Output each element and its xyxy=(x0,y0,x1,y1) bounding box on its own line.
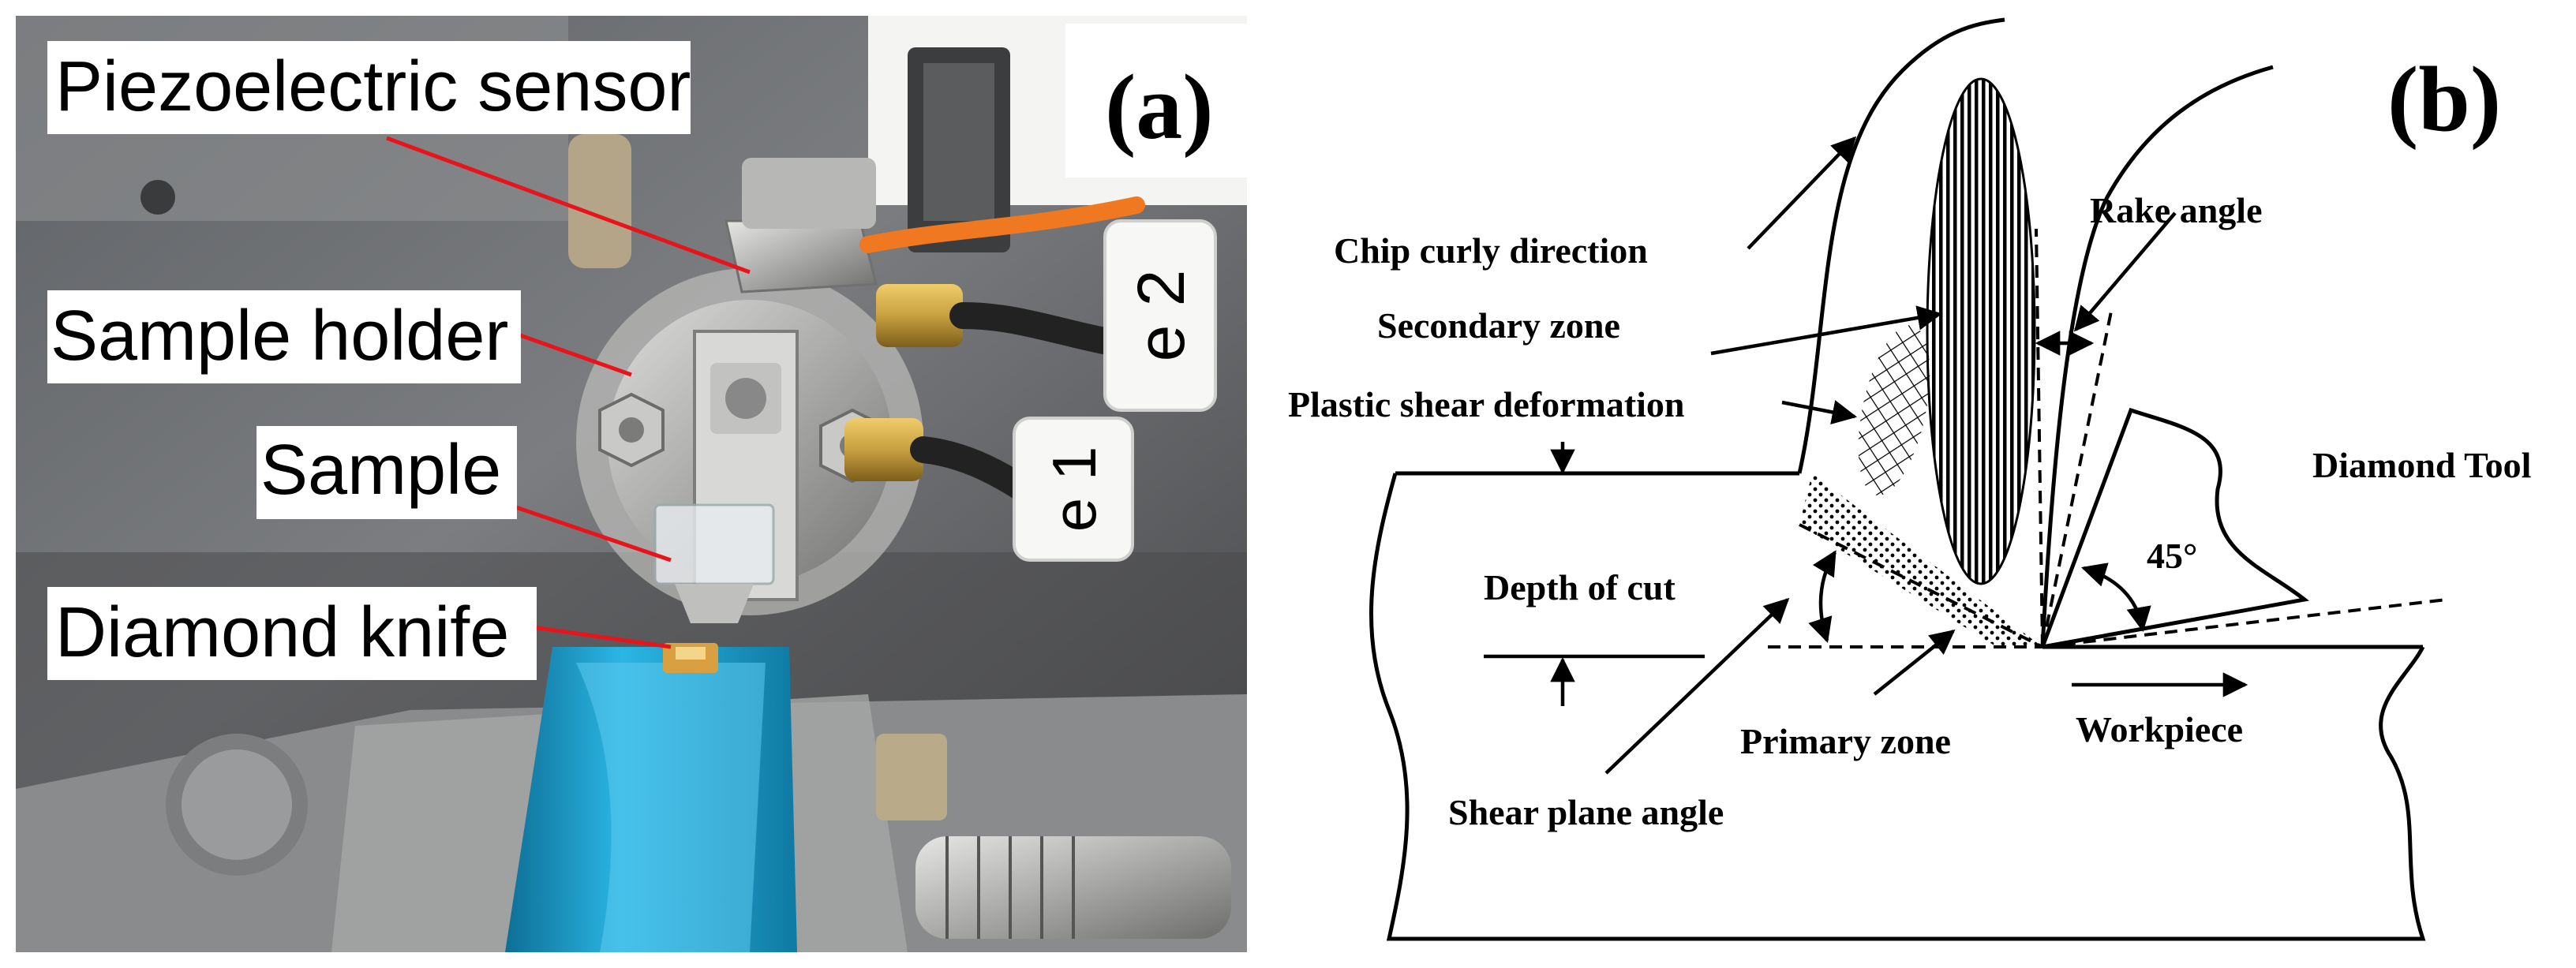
shear-angle-arc xyxy=(1808,550,1837,643)
label-secondary-zone: Secondary zone xyxy=(1377,305,1620,346)
label-plastic-shear-deformation: Plastic shear deformation xyxy=(1288,384,1685,424)
shear-plane-dashed xyxy=(1799,523,2043,648)
pointer-sample xyxy=(508,503,672,562)
knurled-knob xyxy=(568,134,631,268)
rake-face-dashed xyxy=(2041,307,2114,648)
label-workpiece: Workpiece xyxy=(2076,709,2243,749)
label-diamond-knife: Diamond knife xyxy=(55,593,509,672)
primary-zone-shading xyxy=(1799,473,2042,647)
chip-curly-arrow xyxy=(1747,136,1857,250)
cable-tag-top: e 2 xyxy=(1103,219,1217,412)
clamp-block xyxy=(876,734,947,820)
label-shear-plane-angle: Shear plane angle xyxy=(1448,792,1724,832)
label-rake-angle: Rake angle xyxy=(2090,190,2263,230)
panel-label-b: (b) xyxy=(2387,47,2501,151)
vertical-reference-dashed xyxy=(2035,228,2044,648)
label-diamond-tool: Diamond Tool xyxy=(2312,445,2531,485)
cable-tag-bottom-text: e 1 xyxy=(1039,447,1109,532)
shear-plane-angle-leader xyxy=(1604,597,1790,775)
orange-cable xyxy=(859,196,1145,253)
panel-label-a: (a) xyxy=(1105,55,1214,159)
label-box-holder xyxy=(47,290,521,383)
secondary-zone-arrow xyxy=(1710,305,1943,356)
brass-connector-top xyxy=(876,284,963,347)
secondary-zone-ellipse xyxy=(1926,77,2036,585)
chip-outer-boundary xyxy=(1797,17,2005,474)
label-primary-zone: Primary zone xyxy=(1740,721,1951,761)
brass-connector-bottom xyxy=(844,418,923,481)
sample-block xyxy=(653,503,775,585)
plastic-shear-arrow xyxy=(1781,400,1858,425)
photo-panel-a: e 2 e 1 Piezoelectric sensor Sample hold… xyxy=(16,16,1247,952)
label-depth-of-cut: Depth of cut xyxy=(1484,567,1676,607)
diamond-tool-outline xyxy=(2040,407,2309,649)
label-piezoelectric-sensor: Piezoelectric sensor xyxy=(55,47,691,126)
label-box-piezo xyxy=(47,41,691,134)
tool-angle-arc xyxy=(2080,562,2151,633)
primary-zone-leader xyxy=(1873,630,1956,696)
pointer-holder xyxy=(508,329,632,377)
label-chip-curly-direction: Chip curly direction xyxy=(1334,230,1648,271)
background-screw xyxy=(140,180,175,215)
chip-inner-boundary xyxy=(2040,65,2274,648)
label-sample-holder: Sample holder xyxy=(51,297,508,376)
pointer-knife xyxy=(532,625,672,649)
label-box-sample xyxy=(256,426,517,519)
label-box-knife xyxy=(47,587,537,680)
label-pointers xyxy=(386,136,751,649)
label-sample: Sample xyxy=(260,431,501,510)
piezoelectric-sensor-body xyxy=(724,219,878,293)
workpiece-outline xyxy=(1368,473,2426,941)
panel-label-box-a xyxy=(1065,24,1247,178)
clearance-dashed xyxy=(2042,598,2447,648)
rake-angle-leader xyxy=(2073,211,2177,332)
label-angle-45: 45° xyxy=(2147,536,2197,576)
cutting-schematic-panel-b: Chip curly direction Rake angle Secondar… xyxy=(1288,17,2531,941)
cable-tag-top-text: e 2 xyxy=(1124,270,1198,362)
plastic-shear-region xyxy=(1858,325,1930,495)
cable-tag-bottom: e 1 xyxy=(1013,417,1134,562)
pointer-piezo xyxy=(386,136,751,275)
